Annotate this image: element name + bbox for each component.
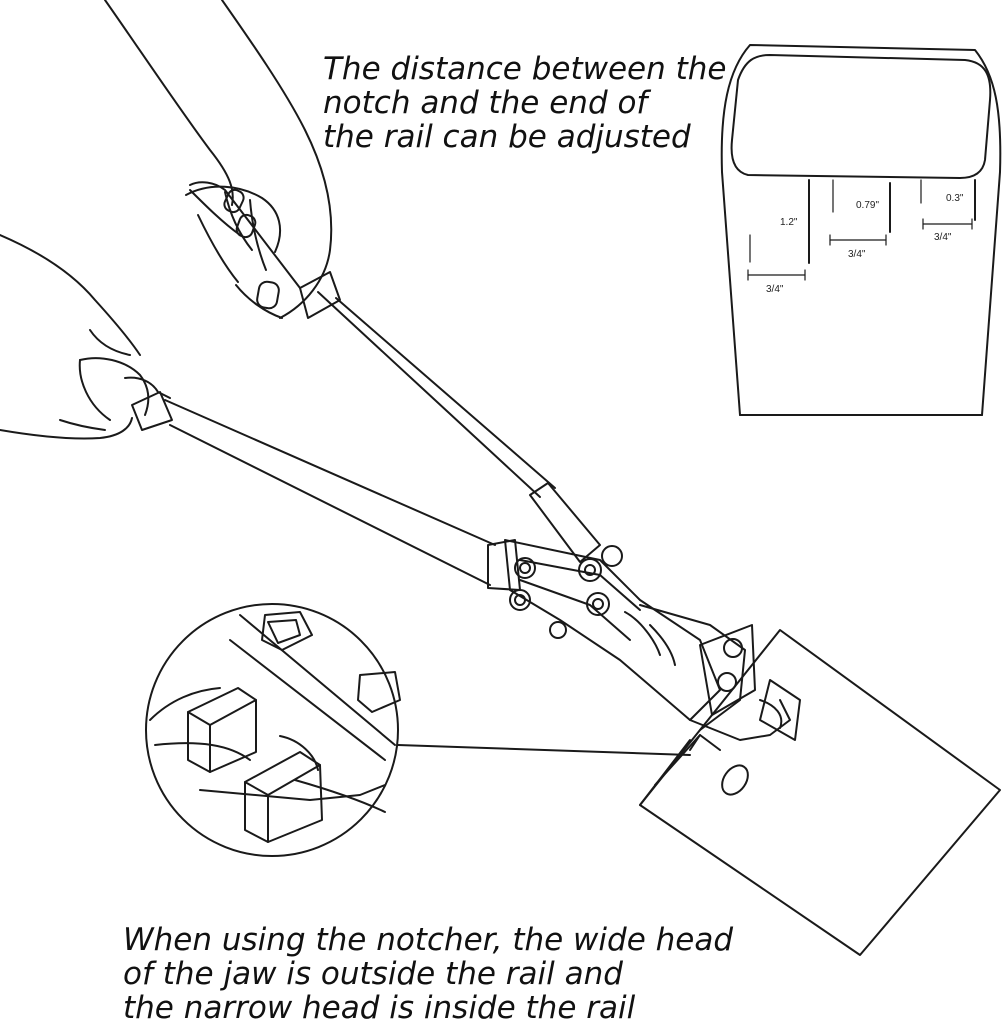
- lower-handle: [124, 376, 521, 591]
- top-caption-line: The distance between the: [323, 51, 727, 87]
- top-caption-line: notch and the end of: [323, 85, 648, 122]
- bottom-caption: When using the notcher, the wide head of…: [123, 923, 733, 1025]
- bottom-caption-line: When using the notcher, the wide head: [123, 922, 734, 958]
- top-caption: The distance between the notch and the e…: [323, 52, 727, 154]
- upper-handle: [189, 181, 601, 563]
- rail-block: [639, 629, 1001, 956]
- upper-hand: [104, 0, 333, 319]
- bottom-caption-line: of the jaw is outside the rail and: [123, 956, 623, 993]
- dim-label-width-2: 3/4": [848, 249, 866, 260]
- callout-leader-line: [397, 744, 691, 756]
- dim-label-depth-3: 0.3": [946, 193, 964, 204]
- dimension-markers: [747, 218, 973, 281]
- dim-label-width-3: 3/4": [934, 232, 952, 243]
- tube-inset: [720, 44, 1002, 416]
- zoom-callout: [145, 603, 401, 857]
- top-caption-line: the rail can be adjusted: [323, 119, 691, 156]
- dim-label-width-1: 3/4": [766, 284, 784, 295]
- bottom-caption-line: the narrow head is inside the rail: [123, 990, 636, 1026]
- cutter-head: [504, 539, 791, 741]
- lower-hand: [0, 234, 150, 440]
- dim-label-depth-2: 0.79": [856, 200, 879, 211]
- dim-label-depth-1: 1.2": [780, 217, 798, 228]
